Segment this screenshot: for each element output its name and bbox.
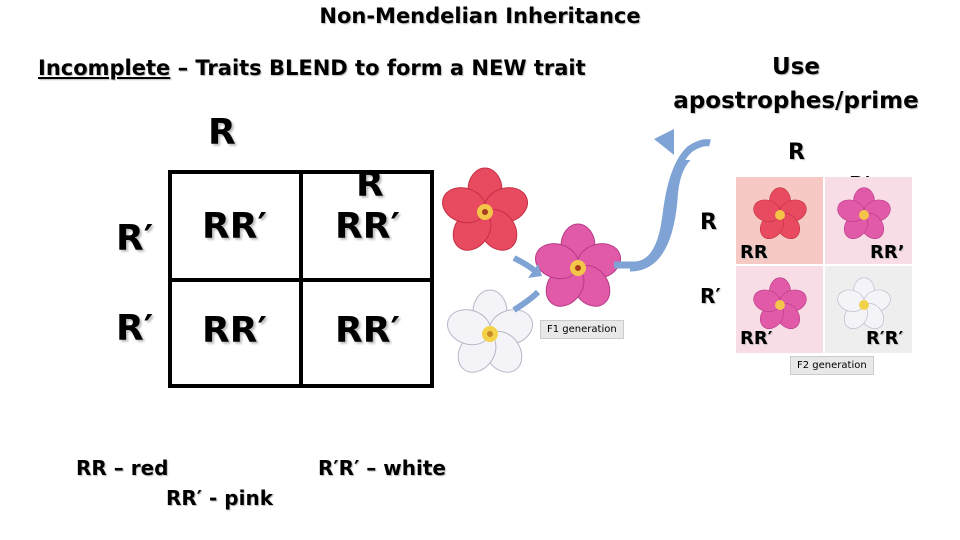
subtitle: Incomplete – Traits BLEND to form a NEW … [38,56,586,80]
f1-generation-label: F1 generation [540,320,624,339]
red-flower-icon [437,167,533,259]
white-flower-icon [442,289,538,381]
key-pink: RR′ - pink [166,486,274,510]
key-white: R′R′ – white [318,456,446,480]
punnett-cell: RR′ [335,310,400,351]
subtitle-rest: – Traits BLEND to form a NEW trait [170,56,586,80]
curved-arrow-icon [614,129,711,269]
pink-flower-icon [750,277,810,334]
key-red: RR – red [76,456,169,480]
punnett-row-allele-1: R′ [116,218,154,259]
use-note-line2: apostrophes/prime [673,88,919,114]
f2-cell: RR′ [740,328,773,349]
subtitle-underlined: Incomplete [38,56,171,80]
f2-cell: R′R′ [866,328,904,349]
pink-flower-icon [530,223,626,315]
punnett-grid: RR′ RR′ RR′ RR′ [168,170,434,388]
page-title: Non-Mendelian Inheritance [319,4,641,28]
punnett-top-allele-1: R [208,112,236,153]
f2-left-allele-1: R [700,210,717,235]
f2-punnett-grid [736,177,912,357]
red-flower-icon [750,187,810,244]
arrow-icon [512,289,541,313]
punnett-row-allele-2: R′ [116,308,154,349]
f2-generation-label: F2 generation [790,356,874,375]
f2-top-allele-1: R [788,140,805,165]
arrow-icon [512,255,539,275]
use-note: Use apostrophes/prime [662,50,930,118]
punnett-cell: RR′ [202,310,267,351]
punnett-cell: RR′ [335,206,400,247]
f2-left-allele-2: R′ [700,284,721,308]
f2-cell: RR’ [870,242,905,263]
white-flower-icon [834,277,894,334]
pink-flower-icon [834,187,894,244]
punnett-cell: RR′ [202,206,267,247]
f2-cell: RR [740,242,768,263]
use-note-line1: Use [772,54,820,80]
